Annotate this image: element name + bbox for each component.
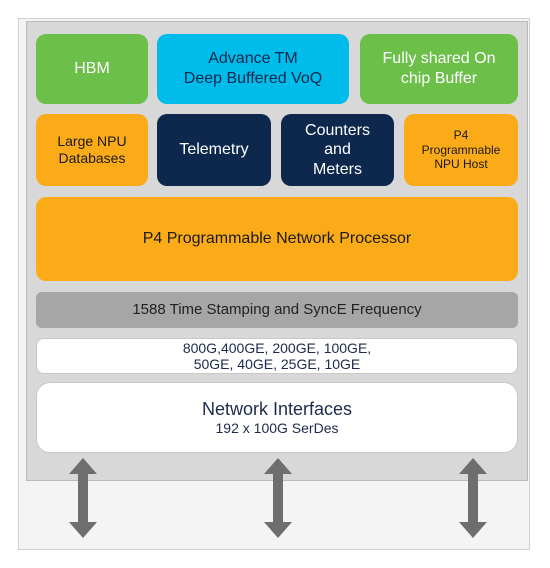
fully-shared-buffer-block: Fully shared On chip Buffer <box>360 34 518 104</box>
speeds-line2: 50GE, 40GE, 25GE, 10GE <box>193 356 361 372</box>
large-npu-line2: Databases <box>58 150 126 166</box>
interfaces-subtitle: 192 x 100G SerDes <box>215 420 339 436</box>
p4-host-line3: NPU Host <box>434 157 488 172</box>
large-npu-databases-block: Large NPU Databases <box>36 114 148 186</box>
large-npu-line1: Large NPU <box>57 132 127 149</box>
network-interfaces-block: Network Interfaces 192 x 100G SerDes <box>36 382 518 453</box>
counters-line3: Meters <box>313 160 362 178</box>
counters-line1: Counters <box>305 122 370 140</box>
time-stamping-label: 1588 Time Stamping and SyncE Frequency <box>132 300 422 318</box>
counters-line2: and <box>324 141 351 159</box>
p4-npu-host-block: P4 Programmable NPU Host <box>404 114 518 186</box>
p4-host-line1: P4 <box>453 128 469 143</box>
counters-meters-block: Counters and Meters <box>281 114 394 186</box>
advance-tm-block: Advance TM Deep Buffered VoQ <box>157 34 349 104</box>
double-arrow-icon <box>69 458 97 538</box>
hbm-label: HBM <box>74 60 110 77</box>
telemetry-label: Telemetry <box>179 141 249 158</box>
hbm-block: HBM <box>36 34 148 104</box>
p4-host-line2: Programmable <box>421 142 501 157</box>
fully-shared-line2: chip Buffer <box>400 70 478 87</box>
port-speeds-block: 800G,400GE, 200GE, 100GE, 50GE, 40GE, 25… <box>36 338 518 374</box>
advance-tm-line1: Advance TM <box>208 50 298 67</box>
speeds-line1: 800G,400GE, 200GE, 100GE, <box>182 339 372 356</box>
time-stamping-bar: 1588 Time Stamping and SyncE Frequency <box>36 292 518 328</box>
advance-tm-line2: Deep Buffered VoQ <box>183 70 323 87</box>
network-processor-block: P4 Programmable Network Processor <box>36 197 518 281</box>
telemetry-block: Telemetry <box>157 114 271 186</box>
network-processor-label: P4 Programmable Network Processor <box>142 230 412 247</box>
fully-shared-line1: Fully shared On <box>382 50 496 67</box>
interfaces-title: Network Interfaces <box>201 398 353 419</box>
double-arrow-icon <box>264 458 292 538</box>
double-arrow-icon <box>459 458 487 538</box>
